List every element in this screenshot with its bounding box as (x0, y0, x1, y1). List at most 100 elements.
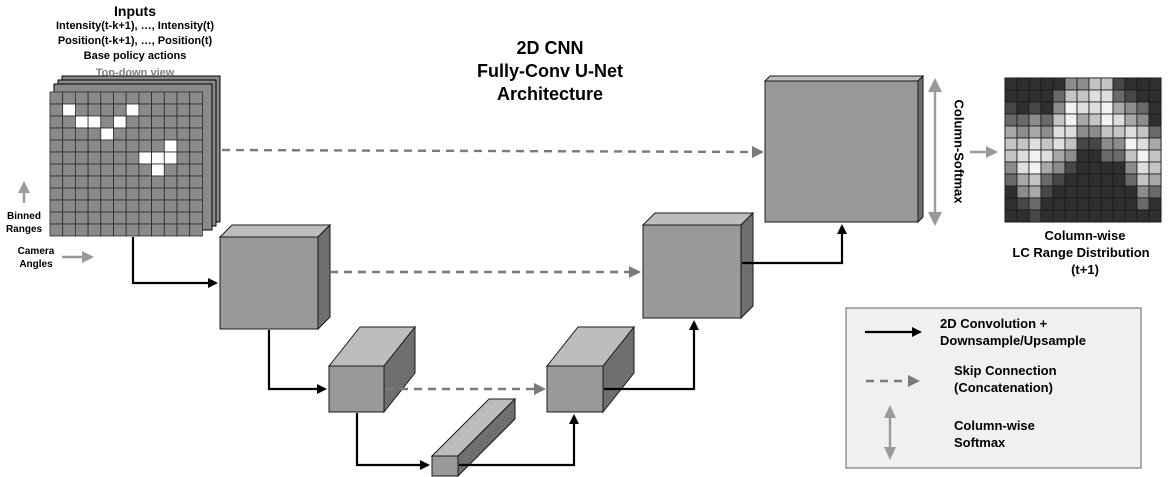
output-cell (1028, 89, 1042, 103)
input-cell (113, 187, 127, 201)
input-cell (75, 175, 89, 189)
input-cell (176, 175, 191, 189)
input-cell (125, 163, 140, 177)
input-cell (113, 103, 127, 117)
input-cell (87, 187, 102, 201)
input-cell (138, 163, 152, 177)
output-cell (1112, 89, 1126, 103)
output-cell (1028, 113, 1042, 127)
input-cell (100, 103, 114, 117)
input-cell (87, 223, 102, 237)
output-cell (1040, 149, 1054, 163)
output-cell (1064, 101, 1078, 115)
output-cell (1004, 209, 1018, 223)
output-cell (1040, 173, 1054, 187)
input-cell (100, 199, 114, 213)
input-cell (49, 151, 64, 165)
output-cell (1052, 185, 1066, 199)
input-cell (100, 223, 114, 237)
input-cell (87, 139, 102, 153)
output-cell (1112, 197, 1126, 211)
input-cell (100, 187, 114, 201)
input-cell (100, 163, 114, 177)
output-cell (1148, 197, 1162, 211)
output-cell (1112, 209, 1126, 223)
input-cell (87, 91, 102, 105)
output-cell (1016, 77, 1030, 91)
input-cell (62, 127, 76, 141)
input-cell (87, 163, 102, 177)
output-cell (1076, 197, 1090, 211)
output-cell (1088, 89, 1102, 103)
input-cell (163, 211, 178, 225)
output-cell (1052, 89, 1066, 103)
inputs-intensity-line: Intensity(t-k+1), …, Intensity(t) (56, 20, 214, 32)
input-cell (62, 139, 76, 153)
output-cell (1100, 89, 1114, 103)
input-cell (138, 223, 152, 237)
input-cell (75, 91, 89, 105)
input-cell (189, 127, 203, 141)
camera-angles-label-1: Camera (17, 246, 55, 257)
output-cell (1124, 125, 1138, 139)
conv-arrow-2 (267, 330, 327, 394)
input-cell-active (125, 103, 140, 117)
input-cell (100, 211, 114, 225)
input-cell (163, 223, 178, 237)
input-cell (113, 127, 127, 141)
legend-conv-label-1: 2D Convolution + (940, 316, 1048, 331)
input-cell (113, 175, 127, 189)
output-cell (1136, 125, 1150, 139)
input-cell (189, 199, 203, 213)
output-cell (1088, 173, 1102, 187)
output-cell (1016, 149, 1030, 163)
output-heatmap (1004, 77, 1162, 223)
output-cell (1028, 101, 1042, 115)
input-cell (62, 151, 76, 165)
input-cell (151, 211, 165, 225)
output-cell (1076, 125, 1090, 139)
output-cell (1100, 77, 1114, 91)
output-cell (1016, 89, 1030, 103)
input-cell (87, 151, 102, 165)
output-cell (1112, 137, 1126, 151)
output-cell (1016, 113, 1030, 127)
input-cell (49, 175, 64, 189)
input-cell (62, 199, 76, 213)
input-cell (125, 91, 140, 105)
input-cell (125, 127, 140, 141)
input-cell (49, 91, 64, 105)
output-cell (1100, 161, 1114, 175)
output-cell (1088, 197, 1102, 211)
output-cell (1100, 137, 1114, 151)
output-cell (1124, 101, 1138, 115)
output-cell (1136, 197, 1150, 211)
conv-arrow-6 (742, 224, 847, 265)
legend-softmax-label-2: Softmax (954, 435, 1006, 450)
output-cell (1040, 125, 1054, 139)
input-cell (189, 139, 203, 153)
output-cell (1052, 149, 1066, 163)
input-cell (176, 115, 191, 129)
output-cell (1088, 209, 1102, 223)
input-cell (138, 139, 152, 153)
output-cell (1112, 101, 1126, 115)
output-cell (1028, 173, 1042, 187)
output-cell (1052, 173, 1066, 187)
input-cell (75, 223, 89, 237)
input-cell (49, 103, 64, 117)
input-cell-active (163, 151, 178, 165)
input-cell (138, 127, 152, 141)
input-cell (62, 223, 76, 237)
output-cell (1076, 137, 1090, 151)
input-cell-active (151, 163, 165, 177)
input-cell (189, 187, 203, 201)
input-cell (75, 103, 89, 117)
input-cell (176, 91, 191, 105)
output-cell (1124, 209, 1138, 223)
conv-arrow-5 (604, 320, 699, 391)
input-cell (163, 103, 178, 117)
legend-conv-label-2: Downsample/Upsample (940, 333, 1086, 348)
input-cell (75, 187, 89, 201)
input-cell (62, 211, 76, 225)
